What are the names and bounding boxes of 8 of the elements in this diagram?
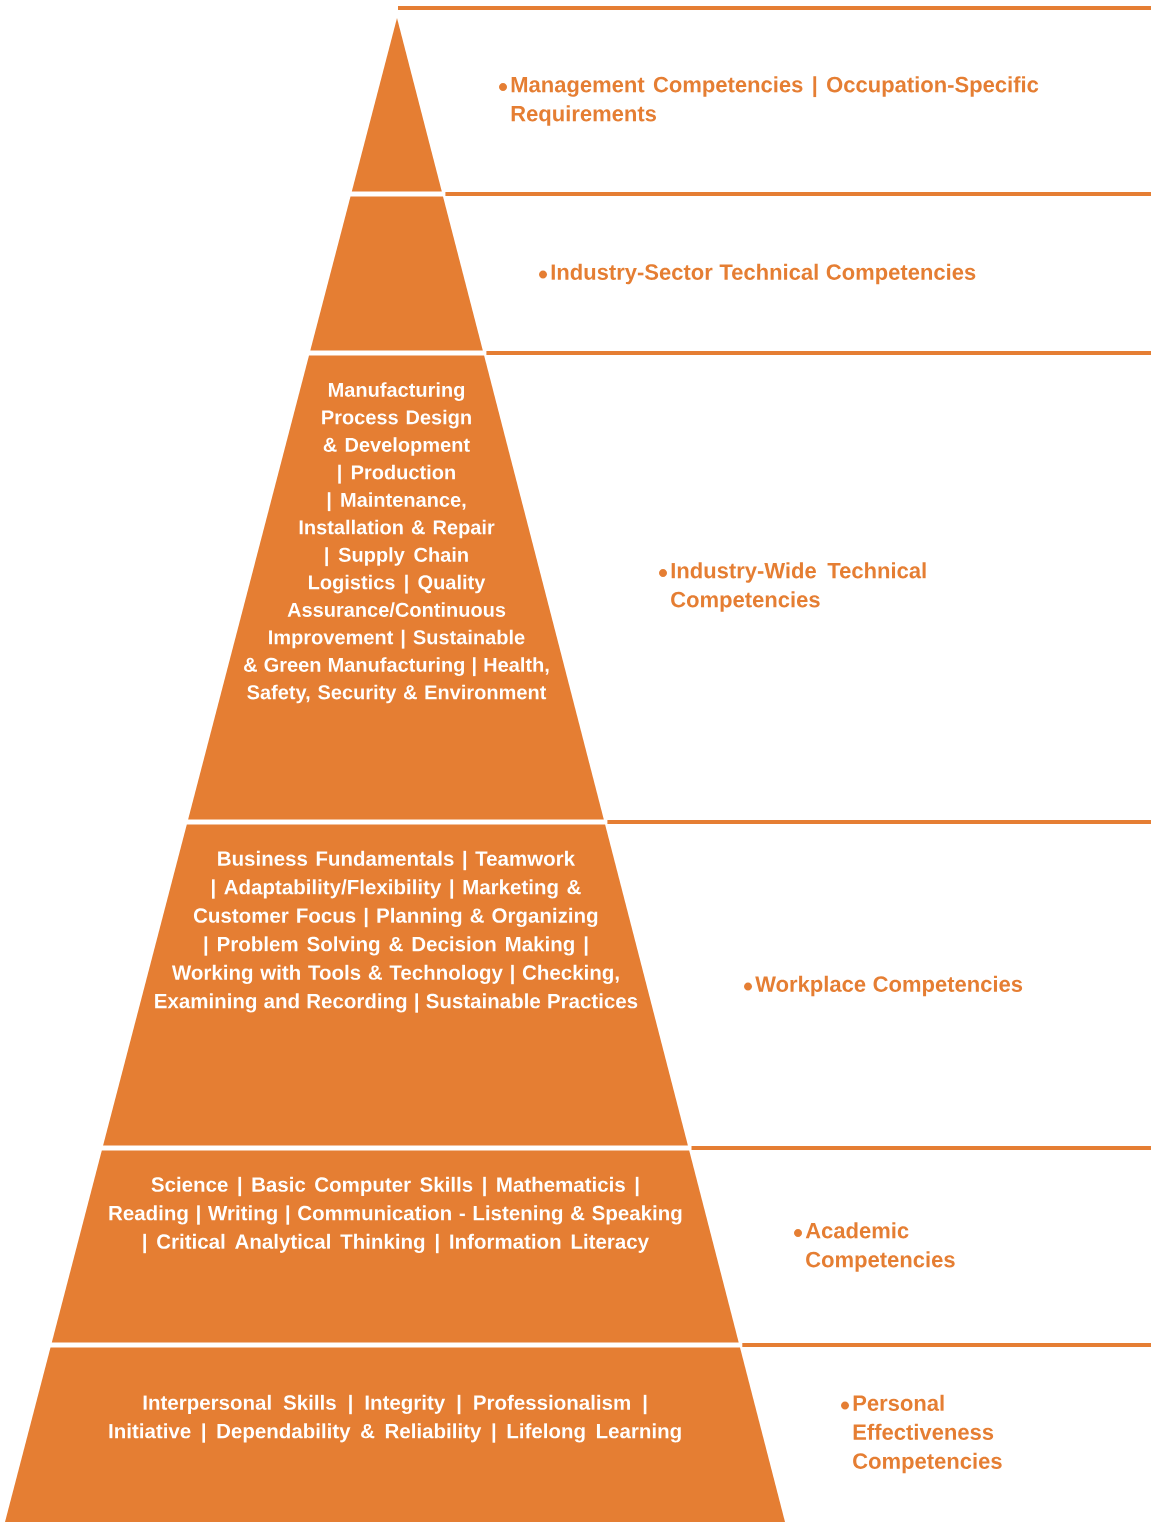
pyramid-tip — [351, 18, 442, 192]
pyramid-tier: Business Fundamentals | Teamwork | Adaptability/Flexibility | Marketing & Customer Focus | Planning & Organizing | Problem Solving & Decision Making | Working with Tools & Technology | Checking, Examining and Recording | Sustainable Practices — [103, 824, 688, 1146]
band: Industry-Sector Technical Competencies — [445, 192, 1151, 285]
pyramid-tier: Manufacturing Process Design & Development | Production | Maintenance, Installation & Repair | Supply Chain Logistics | Quality Assurance/Continuous Improvement | Sustainable & Green Manufacturing | Health, Safety, Security & Environment — [188, 355, 604, 820]
pyramid-tier — [310, 196, 483, 351]
pyramid-tier: Science | Basic Computer Skills | Mathematicis | Reading | Writing | Communication - Listening & Speaking | Critical Analytical Thinking | Information Literacy — [51, 1150, 739, 1343]
pyramid-tier: Interpersonal Skills | Integrity | Professionalism | Initiative | Dependability & Reliability | Lifelong Learning — [5, 1347, 785, 1522]
band: Management Competencies | Occupation-Specific Requirements — [398, 6, 1151, 126]
